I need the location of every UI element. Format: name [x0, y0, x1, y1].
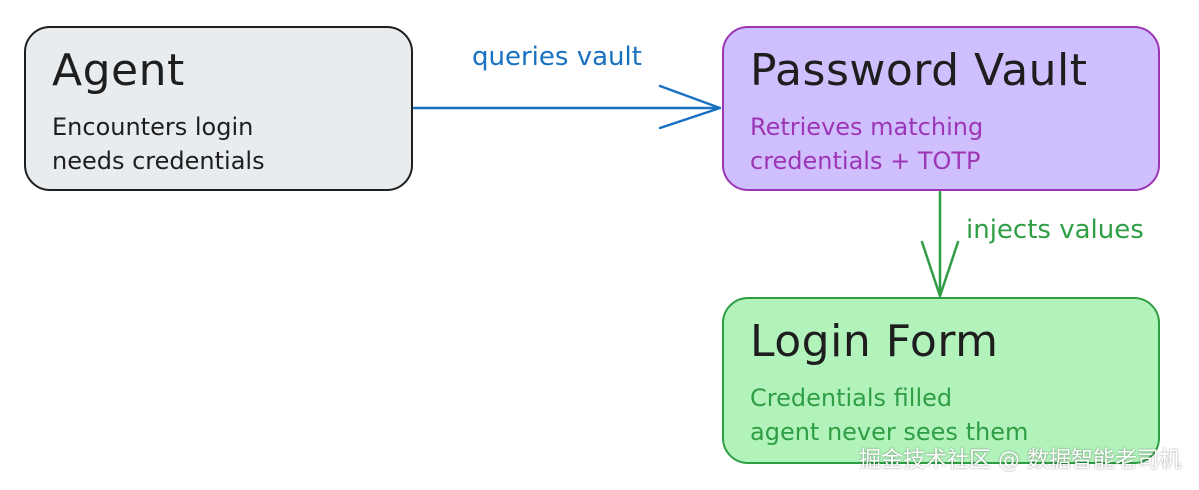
vault-desc-line-2: credentials + TOTP	[750, 147, 981, 175]
agent-title: Agent	[52, 45, 185, 96]
injects-arrow-head	[920, 240, 960, 298]
login-form-title: Login Form	[750, 316, 999, 367]
password-vault-node: Password Vault Retrieves matching creden…	[722, 26, 1160, 191]
vault-desc-line-1: Retrieves matching	[750, 113, 984, 141]
agent-node: Agent Encounters login needs credentials	[24, 26, 413, 191]
login-form-node: Login Form Credentials filled agent neve…	[722, 297, 1160, 464]
watermark: 掘金技术社区 @ 数据智能老司机	[859, 448, 1181, 473]
queries-vault-arrow	[412, 84, 722, 130]
login-form-desc-line-2: agent never sees them	[750, 418, 1029, 446]
agent-description: Encounters login needs credentials	[52, 110, 411, 178]
login-form-description: Credentials filled agent never sees them	[750, 381, 1158, 449]
agent-desc-line-1: Encounters login	[52, 113, 254, 141]
queries-arrow-head	[658, 84, 722, 130]
agent-desc-line-2: needs credentials	[52, 147, 265, 175]
injects-values-label: injects values	[966, 215, 1144, 245]
vault-title: Password Vault	[750, 45, 1088, 96]
login-form-desc-line-1: Credentials filled	[750, 384, 953, 412]
vault-description: Retrieves matching credentials + TOTP	[750, 110, 1158, 178]
queries-vault-label: queries vault	[472, 42, 642, 72]
injects-values-arrow	[920, 190, 960, 298]
